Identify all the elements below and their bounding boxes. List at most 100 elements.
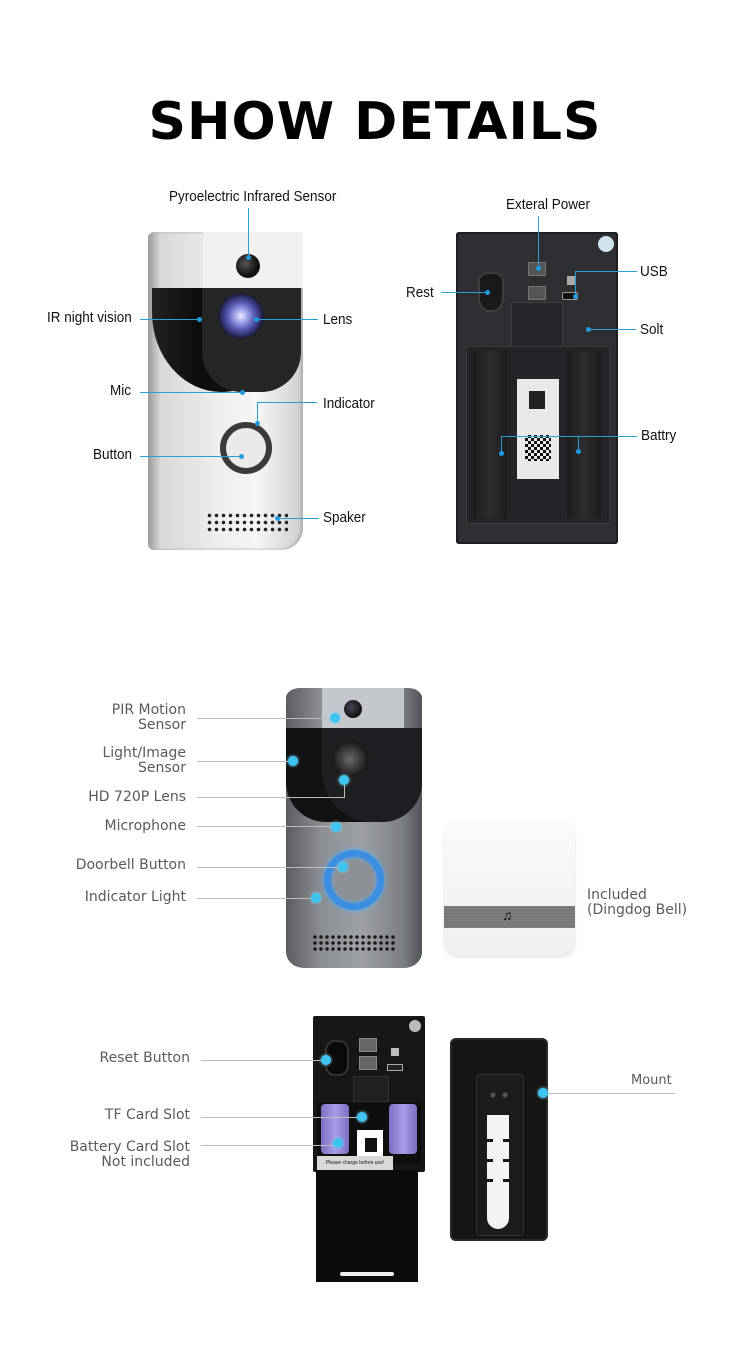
callout-line [201,1060,323,1061]
callout-dot [331,822,341,832]
label-slot: Solt [640,321,664,338]
callout-line [548,1093,675,1094]
callout-line [197,898,313,899]
callout-line [257,402,258,422]
label-doorbell-button: Doorbell Button [75,857,186,873]
label-pir-motion-sensor: PIR Motion Sensor [60,703,186,733]
camera-lens [218,293,264,339]
page-title: SHOW DETAILS [148,92,602,152]
label-ir-night-vision: IR night vision [47,309,132,326]
screw-holes [487,1091,511,1099]
callout-line [575,271,637,272]
callout-dot [499,451,504,456]
label-usb: USB [640,263,668,280]
callout-dot [254,317,259,322]
battery-bay [317,1102,421,1164]
label-lens: Lens [323,311,353,328]
label-line: PIR Motion [111,702,186,718]
callout-line [590,329,636,330]
callout-line [279,518,319,519]
callout-line [501,436,637,437]
callout-dot [197,317,202,322]
label-line: Light/Image [102,745,186,761]
label-battery: Battry [641,427,677,444]
callout-line [197,718,332,719]
sd-card-icon [529,391,545,409]
doorbell-button-ring [324,850,384,910]
callout-line [140,456,240,457]
callout-dot [239,454,244,459]
power-terminal [528,286,546,300]
callout-dot [330,713,340,723]
doorbell-back-open: Please charge before use! [313,1016,425,1172]
callout-dot [586,327,591,332]
label-battery-slot: Battery Card Slot Not included [50,1140,190,1170]
label-light-image-sensor: Light/Image Sensor [60,746,186,776]
music-note-icon: ♫ [502,907,513,923]
battery-cover-tab [353,1076,389,1102]
label-external-power: Exteral Power [506,196,591,213]
battery-cell [473,351,507,519]
callout-line [140,319,200,320]
label-reset: Rest [406,284,434,301]
battery-cover-tab [511,302,563,349]
callout-line [538,216,539,268]
callout-dot [573,294,578,299]
doorbell-front-dark [286,688,422,968]
mount-plate [476,1074,524,1236]
callout-dot [246,255,251,260]
label-speaker: Spaker [323,509,366,526]
usb-switch [567,276,576,285]
label-pir-sensor: Pyroelectric Infrared Sensor [169,188,337,205]
speaker-grille [312,934,396,952]
battery-bay [466,346,610,524]
callout-line [258,319,318,320]
sticker [409,1020,421,1032]
callout-dot [576,449,581,454]
label-microphone: Microphone [104,818,187,834]
callout-line [501,436,502,452]
callout-line [248,208,249,257]
callout-line [257,402,317,403]
chime-receiver: ♫ [444,821,575,956]
callout-dot [357,1112,367,1122]
callout-dot [538,1088,548,1098]
callout-line [578,436,579,450]
callout-line [201,1145,337,1146]
callout-line [197,867,342,868]
label-mount: Mount [631,1073,672,1088]
mount-slot [487,1115,509,1229]
wall-mount-bracket [450,1038,548,1241]
callout-line [197,797,345,798]
callout-dot [339,775,349,785]
callout-line [197,761,289,762]
power-terminal [359,1056,377,1070]
label-tf-card-slot: TF Card Slot [104,1107,190,1123]
battery-cell [567,351,601,519]
callout-line [575,271,576,296]
battery-cover [316,1170,418,1282]
callout-dot [338,862,348,872]
callout-dot [288,756,298,766]
label-button: Button [93,446,133,463]
camera-lens [331,740,369,778]
callout-dot [311,893,321,903]
callout-line [201,1117,359,1118]
sticker [598,236,614,252]
battery-cell [389,1104,417,1154]
label-line: Sensor [138,760,186,776]
doorbell-back-panel [456,232,618,544]
callout-line [344,782,345,798]
label-hd-lens: HD 720P Lens [88,789,186,805]
label-line: (Dingdog Bell) [587,902,688,918]
callout-dot [321,1055,331,1065]
qr-code [525,435,551,461]
callout-line [197,826,332,827]
callout-line [441,292,487,293]
callout-dot [240,390,245,395]
qr-label [517,379,559,479]
usb-port [387,1064,403,1071]
speaker-grille [206,512,288,534]
label-line: Sensor [138,717,186,733]
label-line: Not included [101,1154,190,1170]
